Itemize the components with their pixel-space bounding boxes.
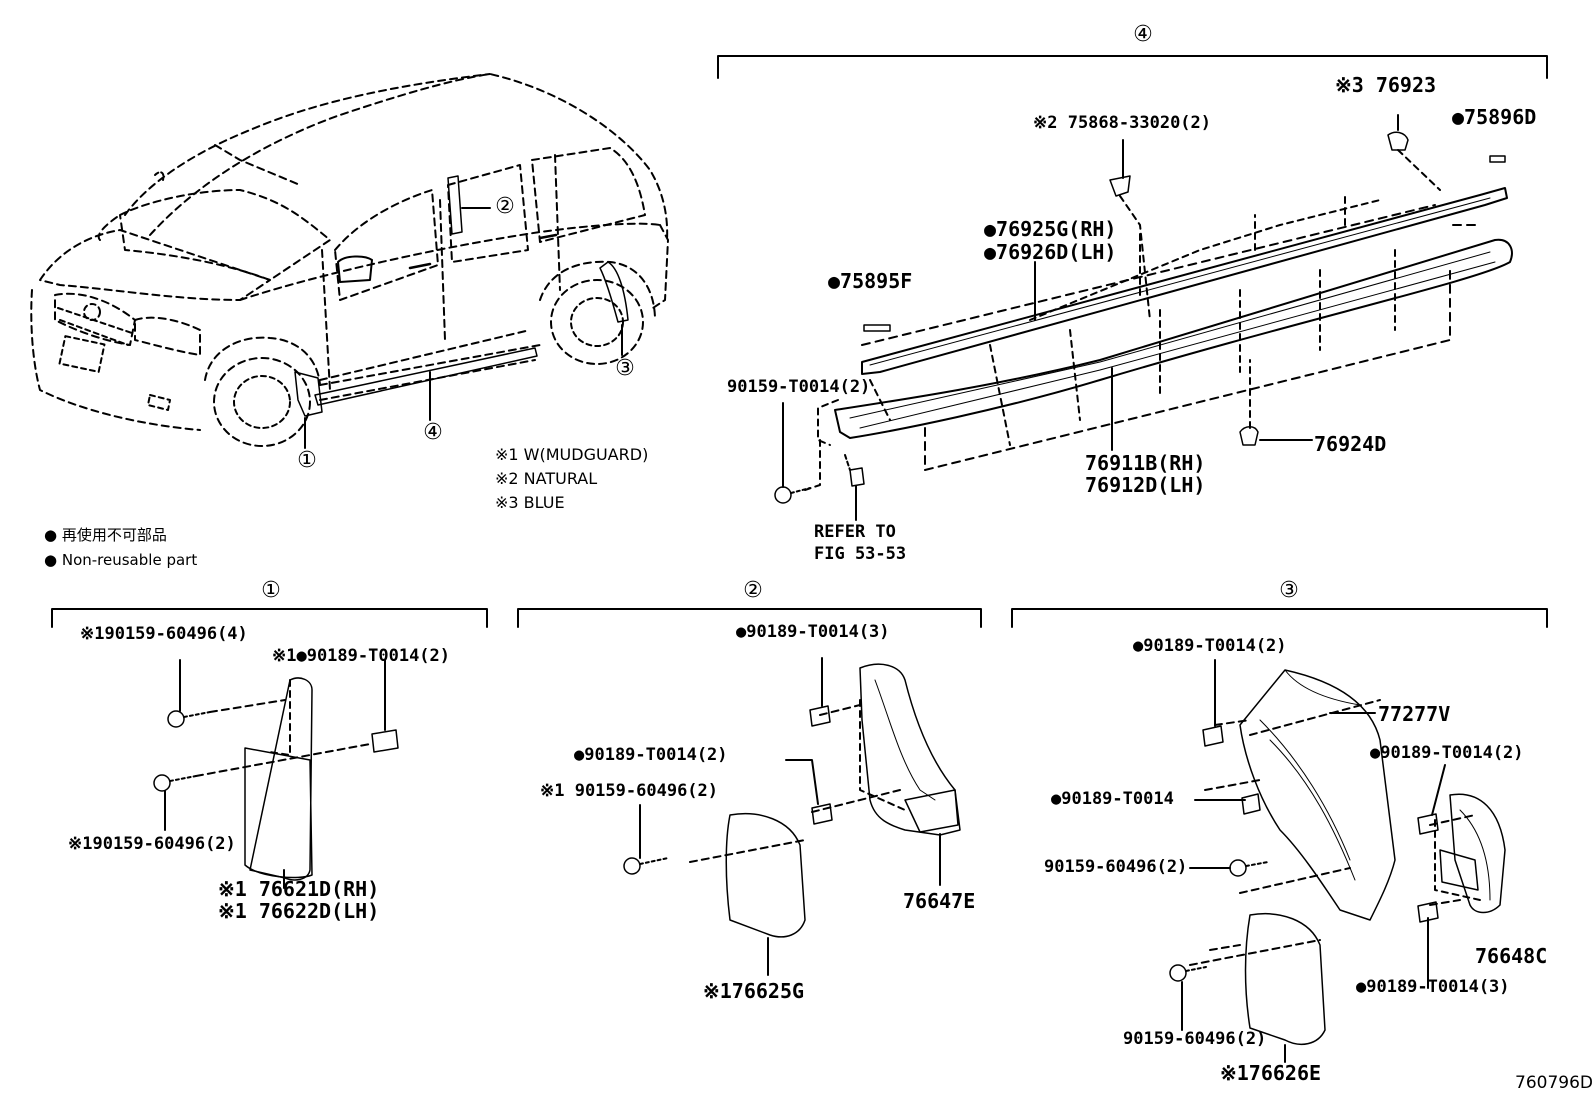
s3-part-76648c: 76648C xyxy=(1475,944,1548,968)
part-75895f: ●75895F xyxy=(828,269,913,293)
s3-part-90189-t0014: ●90189-T0014 xyxy=(1051,789,1174,809)
vehicle-overview xyxy=(30,73,669,449)
s3-part-90189-t0014-2a: ●90189-T0014(2) xyxy=(1133,636,1287,656)
s1-part-76621d: ※1 76621D(RH) xyxy=(218,877,380,901)
part-76912d: 76912D(LH) xyxy=(1085,473,1206,497)
refer-to-label: REFER TO xyxy=(814,522,896,542)
section-marker-1: ① xyxy=(261,578,281,603)
part-76926d: ●76926D(LH) xyxy=(984,240,1117,264)
part-76924d: 76924D xyxy=(1314,432,1387,456)
car-callout-4: ④ xyxy=(423,420,443,445)
legend-non-reusable: ● Non-reusable part xyxy=(44,551,198,569)
part-75896d: ●75896D xyxy=(1452,105,1537,129)
part-76911b: 76911B(RH) xyxy=(1085,451,1206,475)
front-mudguard-assembly xyxy=(153,659,399,889)
s3-part-90189-t0014-3: ●90189-T0014(3) xyxy=(1356,977,1510,997)
s3-part-90189-t0014-2b: ●90189-T0014(2) xyxy=(1370,743,1524,763)
car-callout-1: ① xyxy=(297,448,317,473)
legend-japanese: ● 再使用不可部品 xyxy=(44,526,167,544)
part-90159-t0014: 90159-T0014(2) xyxy=(727,377,871,397)
note-blue: ※3 BLUE xyxy=(495,493,565,512)
s1-part-76622d: ※1 76622D(LH) xyxy=(218,899,380,923)
figure-id: 760796D xyxy=(1515,1073,1592,1093)
s2-part-90189-t0014-3: ●90189-T0014(3) xyxy=(736,622,890,642)
center-mudguard-assembly xyxy=(623,657,961,976)
s1-part-90159-60496-4: ※190159-60496(4) xyxy=(80,624,248,644)
section-marker-4: ④ xyxy=(1133,22,1153,47)
part-76925g: ●76925G(RH) xyxy=(984,217,1117,241)
s2-part-90189-t0014-2: ●90189-T0014(2) xyxy=(574,745,728,765)
section-marker-3: ③ xyxy=(1279,578,1299,603)
refer-fig-label: FIG 53-53 xyxy=(814,544,907,564)
s3-part-90159-60496-2a: 90159-60496(2) xyxy=(1044,857,1188,877)
car-callout-3: ③ xyxy=(615,356,635,381)
s1-part-90159-60496-2: ※190159-60496(2) xyxy=(68,834,236,854)
car-callout-2: ② xyxy=(495,194,515,219)
s3-part-76626e: ※176626E xyxy=(1220,1061,1322,1085)
s3-part-77277v: 77277V xyxy=(1378,702,1451,726)
s2-part-76625g: ※176625G xyxy=(703,979,805,1003)
s3-part-90159-60496-2b: 90159-60496(2) xyxy=(1123,1029,1267,1049)
s1-part-90189-t0014-2: ※1●90189-T0014(2) xyxy=(272,646,451,666)
note-natural: ※2 NATURAL xyxy=(495,469,598,488)
rear-mudguard-assembly xyxy=(1169,659,1506,1063)
side-step-assembly xyxy=(774,114,1513,521)
part-76923: ※3 76923 xyxy=(1335,73,1437,97)
s2-part-76647e: 76647E xyxy=(903,889,976,913)
s2-part-90159-60496-2: ※1 90159-60496(2) xyxy=(540,781,719,801)
section-brackets xyxy=(51,55,1548,628)
section-marker-2: ② xyxy=(743,578,763,603)
part-75868: ※2 75868-33020(2) xyxy=(1033,113,1212,133)
note-mudguard: ※1 W(MUDGUARD) xyxy=(495,445,649,464)
